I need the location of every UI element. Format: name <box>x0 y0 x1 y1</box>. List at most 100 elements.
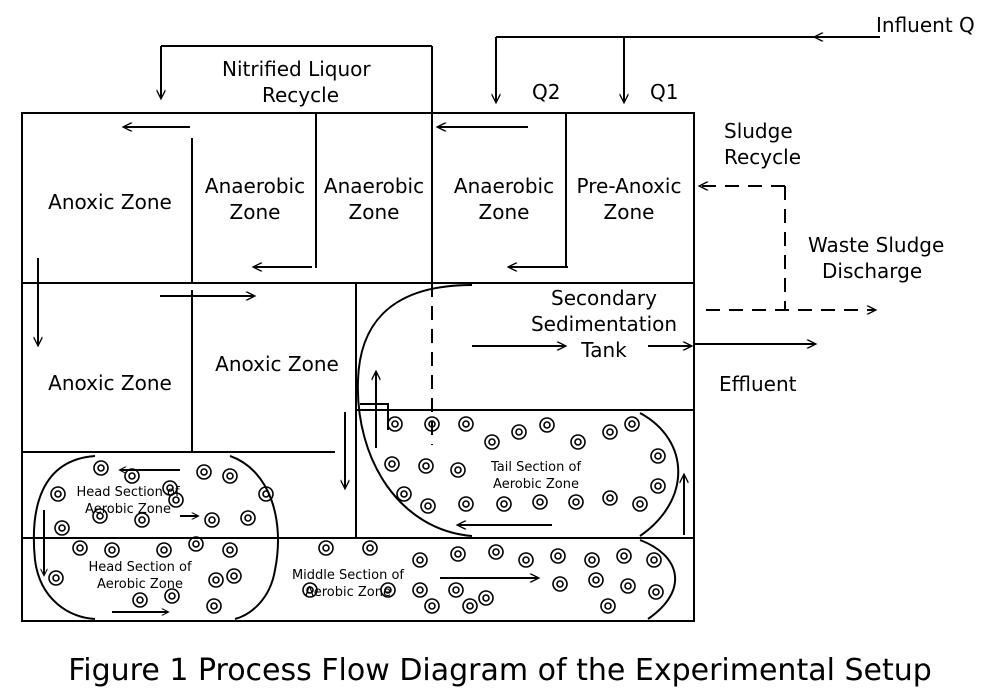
aeration-bubble-core <box>416 556 424 564</box>
aeration-bubble <box>550 548 566 564</box>
aeration-bubble-core <box>572 498 580 506</box>
head-section-label-b-1: Head Section of <box>88 560 192 575</box>
head-section-label-a-1: Head Section of <box>76 485 180 500</box>
aeration-bubble <box>450 546 466 562</box>
aeration-bubble-core <box>654 482 662 490</box>
aeration-bubble-core <box>168 592 176 600</box>
aeration-bubble-core <box>388 460 396 468</box>
aeration-bubble <box>518 552 534 568</box>
aeration-bubble-core <box>592 576 600 584</box>
sst-label-1: Secondary <box>551 286 657 310</box>
aeration-bubble-core <box>422 462 430 470</box>
aeration-bubble <box>602 424 618 440</box>
aeration-bubble <box>168 492 184 508</box>
aeration-bubble <box>458 416 474 432</box>
aeration-bubble <box>258 486 274 502</box>
aeration-bubble-core <box>452 586 460 594</box>
tail-section-label-2: Aerobic Zone <box>493 477 579 492</box>
aeration-bubble-core <box>428 602 436 610</box>
aeration-bubble <box>552 576 568 592</box>
anoxic-zone-label-3: Anoxic Zone <box>215 352 339 376</box>
anoxic-zone-label-2: Anoxic Zone <box>48 371 172 395</box>
aeration-bubble-core <box>620 552 628 560</box>
nitrified-recycle-label-1: Nitrified Liquor <box>222 57 371 81</box>
aeration-bubble <box>650 478 666 494</box>
sludge-recycle-label-1: Sludge <box>724 119 793 143</box>
anaerobic-zone-1-label-b: Zone <box>230 200 281 224</box>
aeration-bubble <box>600 598 616 614</box>
aeration-bubble <box>208 572 224 588</box>
aeration-bubble <box>188 536 204 552</box>
tail-section-label-1: Tail Section of <box>490 460 581 475</box>
aeration-bubble <box>162 480 178 496</box>
sludge-recycle-label-2: Recycle <box>724 145 801 169</box>
anaerobic-zone-1-label-a: Anaerobic <box>205 174 305 198</box>
aeration-bubble <box>156 542 172 558</box>
aeration-bubble-core <box>606 494 614 502</box>
aeration-bubble <box>484 434 500 450</box>
aeration-bubble <box>418 458 434 474</box>
aeration-bubble <box>424 598 440 614</box>
aeration-bubble-core <box>428 420 436 428</box>
aeration-bubble <box>646 552 662 568</box>
aeration-bubble-core <box>366 544 374 552</box>
aeration-bubble-core <box>416 586 424 594</box>
anaerobic-zone-3-label-a: Anaerobic <box>454 174 554 198</box>
aeration-bubble-core <box>54 490 62 498</box>
aeration-bubble-core <box>306 586 314 594</box>
nitrified-recycle-label-2: Recycle <box>262 83 339 107</box>
anoxic-zone-label-1: Anoxic Zone <box>48 190 172 214</box>
aeration-bubble <box>204 512 220 528</box>
aeration-bubble <box>222 542 238 558</box>
aeration-bubble <box>624 416 640 432</box>
aeration-bubble-core <box>454 466 462 474</box>
aeration-bubble <box>104 542 120 558</box>
aeration-bubble-core <box>136 596 144 604</box>
anaerobic-zone-3-label-b: Zone <box>479 200 530 224</box>
aeration-bubble-core <box>160 546 168 554</box>
aeration-bubble <box>222 468 238 484</box>
aeration-bubble <box>124 468 140 484</box>
aeration-bubble <box>420 498 436 514</box>
middle-section-label-2: Aerobic Zone <box>305 585 391 600</box>
aeration-bubble <box>450 462 466 478</box>
tail-end-curve <box>639 412 680 537</box>
pre-anoxic-zone-label-b: Zone <box>604 200 655 224</box>
aeration-bubble-core <box>554 552 562 560</box>
aeration-bubble-core <box>522 556 530 564</box>
aeration-bubble-core <box>606 428 614 436</box>
anaerobic-zone-2-label-b: Zone <box>349 200 400 224</box>
aeration-bubble <box>412 582 428 598</box>
sst-label-3: Tank <box>580 338 627 362</box>
aeration-bubble-core <box>172 496 180 504</box>
aeration-bubble-core <box>128 472 136 480</box>
aeration-bubble-core <box>212 576 220 584</box>
aeration-bubble-core <box>166 484 174 492</box>
aeration-bubble-core <box>76 544 84 552</box>
aeration-bubble <box>196 464 212 480</box>
nitrified-recycle-flow: Nitrified Liquor Recycle <box>161 45 433 445</box>
aeration-bubble-core <box>482 594 490 602</box>
aeration-bubble-core <box>654 452 662 460</box>
aeration-bubble-core <box>210 602 218 610</box>
effluent-label: Effluent <box>719 372 797 396</box>
aeration-bubble <box>570 434 586 450</box>
aeration-bubble <box>362 540 378 556</box>
aeration-bubble <box>584 552 600 568</box>
sludge-recycle-flow: Sludge Recycle Waste Sludge Discharge <box>700 119 944 310</box>
aeration-bubble-core <box>454 550 462 558</box>
aeration-bubble-core <box>462 420 470 428</box>
aeration-bubble <box>488 544 504 560</box>
pre-anoxic-zone-label-a: Pre-Anoxic <box>577 174 682 198</box>
waste-sludge-label-2: Discharge <box>822 259 922 283</box>
aeration-bubble-core <box>624 582 632 590</box>
aeration-bubble <box>448 582 464 598</box>
head-loop-curve <box>32 455 96 620</box>
q1-label: Q1 <box>650 80 678 104</box>
aeration-bubble-core <box>515 428 523 436</box>
aeration-bubble-core <box>424 502 432 510</box>
influent-label: Influent Q <box>876 13 975 37</box>
aeration-bubble-core <box>466 602 474 610</box>
aeration-bubble <box>92 508 108 524</box>
aeration-bubble-core <box>400 490 408 498</box>
